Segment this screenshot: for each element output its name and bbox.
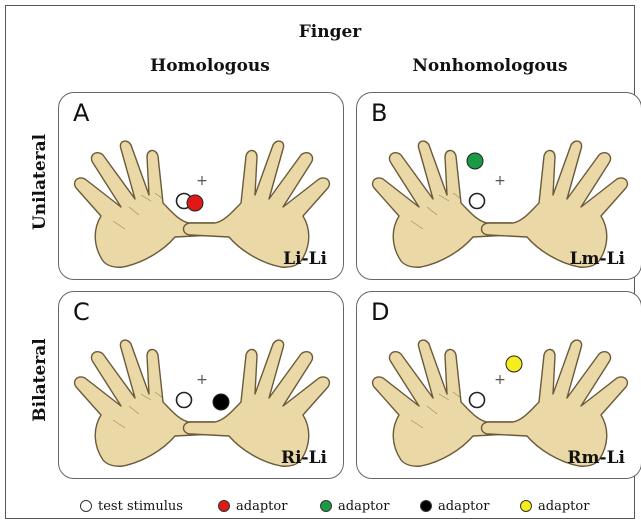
fixation-cross-icon: +: [494, 372, 506, 388]
panel-letter: C: [73, 298, 90, 326]
legend-label: test stimulus: [98, 499, 183, 514]
fixation-cross-icon: +: [494, 173, 506, 189]
condition-label: Li-Li: [283, 249, 327, 269]
legend-item-adaptor-black: adaptor: [420, 494, 489, 518]
adaptor-dot-icon: [506, 356, 522, 372]
panel-letter: D: [371, 298, 389, 326]
fixation-cross-icon: +: [196, 372, 208, 388]
legend-label: adaptor: [236, 499, 287, 514]
legend-label: adaptor: [438, 499, 489, 514]
green-dot-icon: [320, 500, 332, 512]
header-finger: Finger: [270, 22, 390, 42]
left-hand-icon: [373, 141, 519, 267]
fixation-cross-icon: +: [196, 173, 208, 189]
panel-letter: B: [371, 99, 387, 127]
row-label-bilateral: Bilateral: [30, 320, 50, 440]
test-stimulus-circle-icon: [470, 393, 485, 408]
condition-label: Rm-Li: [567, 448, 625, 468]
test-stimulus-circle-icon: [177, 393, 192, 408]
legend-item-test-stimulus: test stimulus: [80, 494, 183, 518]
legend: test stimulus adaptor adaptor adaptor ad…: [0, 494, 641, 518]
panel-letter: A: [73, 99, 89, 127]
left-hand-icon: [373, 340, 519, 466]
adaptor-dot-icon: [467, 153, 483, 169]
test-stimulus-circle-icon: [470, 194, 485, 209]
panel-a: + A Li-Li: [58, 92, 344, 280]
yellow-dot-icon: [520, 500, 532, 512]
legend-item-adaptor-yellow: adaptor: [520, 494, 589, 518]
row-label-unilateral: Unilateral: [30, 122, 50, 242]
header-homologous: Homologous: [120, 56, 300, 76]
adaptor-dot-icon: [187, 195, 203, 211]
panel-b: + B Lm-Li: [356, 92, 641, 280]
left-hand-icon: [75, 340, 221, 466]
adaptor-dot-icon: [213, 394, 229, 410]
test-stimulus-circle-icon: [80, 500, 92, 512]
condition-label: Lm-Li: [570, 249, 625, 269]
legend-label: adaptor: [338, 499, 389, 514]
panel-c: + C Ri-Li: [58, 291, 344, 479]
panel-d: + D Rm-Li: [356, 291, 641, 479]
legend-label: adaptor: [538, 499, 589, 514]
header-nonhomologous: Nonhomologous: [400, 56, 580, 76]
condition-label: Ri-Li: [281, 448, 327, 468]
red-dot-icon: [218, 500, 230, 512]
black-dot-icon: [420, 500, 432, 512]
legend-item-adaptor-green: adaptor: [320, 494, 389, 518]
legend-item-adaptor-red: adaptor: [218, 494, 287, 518]
